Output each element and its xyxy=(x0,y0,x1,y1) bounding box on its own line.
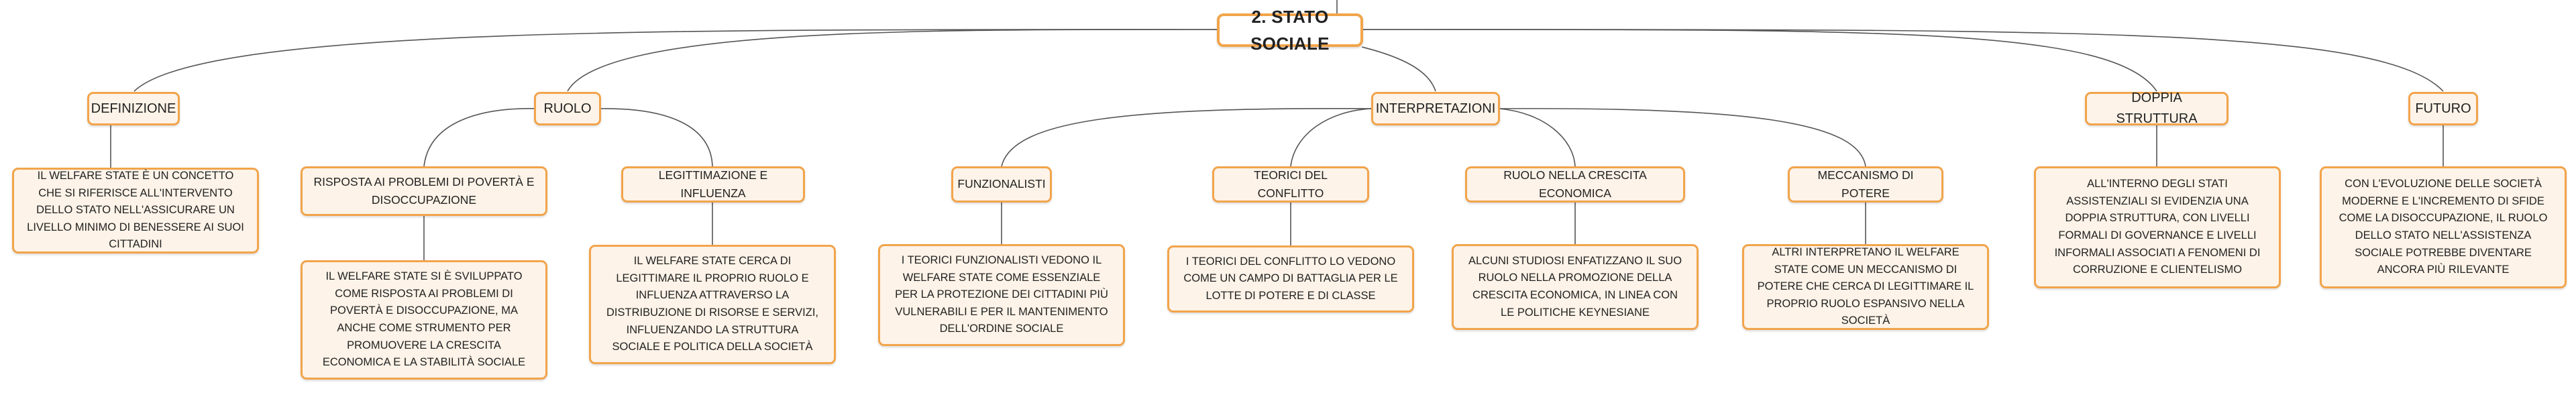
category-futuro[interactable]: FUTURO xyxy=(2408,92,2478,125)
root-node[interactable]: 2. STATO SOCIALE xyxy=(1217,7,1363,54)
connector-root-futuro xyxy=(1361,29,2444,92)
meccanismo-potere-description[interactable]: ALTRI INTERPRETANO IL WELFARE STATE COME… xyxy=(1742,244,1989,330)
crescita-economica-description[interactable]: ALCUNI STUDIOSI ENFATIZZANO IL SUO RUOLO… xyxy=(1452,244,1699,330)
teorici-conflitto-description[interactable]: I TEORICI DEL CONFLITTO LO VEDONO COME U… xyxy=(1167,245,1414,313)
subnode-funzionalisti[interactable]: FUNZIONALISTI xyxy=(951,166,1052,203)
connector-interp-potere xyxy=(1499,108,1866,167)
funzionalisti-description[interactable]: I TEORICI FUNZIONALISTI VEDONO IL WELFAR… xyxy=(878,244,1125,346)
category-ruolo[interactable]: RUOLO xyxy=(534,92,601,125)
category-interpretazioni[interactable]: INTERPRETAZIONI xyxy=(1371,92,1500,125)
connector-root-interpretazioni xyxy=(1361,46,1436,92)
subnode-meccanismo-potere[interactable]: MECCANISMO DI POTERE xyxy=(1788,166,1943,203)
subnode-legittimazione[interactable]: LEGITTIMAZIONE E INFLUENZA xyxy=(621,166,805,203)
connector-ruolo-legittimazione xyxy=(598,108,713,167)
category-definizione[interactable]: DEFINIZIONE xyxy=(87,92,180,125)
doppia-struttura-description[interactable]: ALL'INTERNO DEGLI STATI ASSISTENZIALI SI… xyxy=(2034,166,2281,288)
connector-interp-crescita xyxy=(1499,108,1576,167)
subnode-crescita-economica[interactable]: RUOLO NELLA CRESCITA ECONOMICA xyxy=(1465,166,1685,203)
connector-interp-conflitto xyxy=(1290,108,1373,167)
connector-ruolo-risposta xyxy=(423,108,537,167)
subnode-risposta[interactable]: RISPOSTA AI PROBLEMI DI POVERTÀ E DISOCC… xyxy=(301,166,547,216)
futuro-description[interactable]: CON L'EVOLUZIONE DELLE SOCIETÀ MODERNE E… xyxy=(2320,166,2567,288)
connector-interp-funzionalisti xyxy=(1001,108,1373,167)
definizione-description[interactable]: IL WELFARE STATE È UN CONCETTO CHE SI RI… xyxy=(12,168,259,254)
risposta-description[interactable]: IL WELFARE STATE SI È SVILUPPATO COME RI… xyxy=(301,260,547,380)
connector-root-ruolo xyxy=(567,29,1218,92)
connector-root-definizione xyxy=(133,29,1218,92)
connector-root-doppia-struttura xyxy=(1361,29,2157,92)
subnode-teorici-conflitto[interactable]: TEORICI DEL CONFLITTO xyxy=(1212,166,1369,203)
category-doppia-struttura[interactable]: DOPPIA STRUTTURA xyxy=(2085,91,2229,126)
legittimazione-description[interactable]: IL WELFARE STATE CERCA DI LEGITTIMARE IL… xyxy=(589,245,836,364)
